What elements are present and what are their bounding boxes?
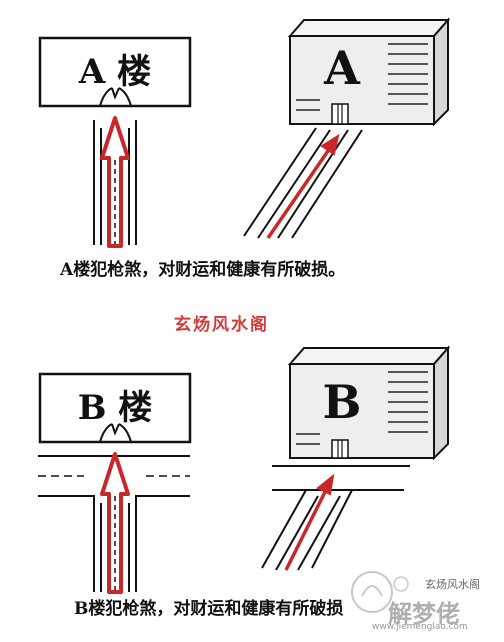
cube-a-letter: A xyxy=(323,41,361,95)
door-a-cube xyxy=(331,103,349,125)
caption-a: A楼犯枪煞，对财运和健康有所破损。 xyxy=(60,260,346,280)
diag-road-a-4 xyxy=(291,129,363,239)
diag-road-b-2 xyxy=(275,495,319,571)
diag-road-a-3 xyxy=(277,129,349,239)
watermark-account: 玄炀风水阁 xyxy=(425,578,480,591)
t-road-left-corner xyxy=(38,495,95,592)
panel-a: A 楼 xyxy=(38,17,451,248)
diag-road-b-3 xyxy=(297,495,341,571)
diag-arrow-b-icon xyxy=(316,473,335,496)
door-b-icon xyxy=(99,423,132,443)
building-a-label: A 楼 xyxy=(78,52,151,92)
building-a-cube xyxy=(287,17,451,127)
cube-b-letter: B xyxy=(323,375,362,429)
watermark-logo-icon xyxy=(351,571,409,613)
diag-arrow-a-shaft xyxy=(266,147,332,239)
diag-arrow-a-icon xyxy=(320,133,340,156)
watermark-brand: 解梦佬 xyxy=(388,600,460,628)
center-label: 玄炀风水阁 xyxy=(174,315,269,335)
caption-b: B楼犯枪煞，对财运和健康有所破损 xyxy=(74,599,344,619)
diag-road-b-1 xyxy=(261,489,307,569)
door-b-cube xyxy=(331,439,349,459)
building-b-cube xyxy=(287,345,451,461)
diag-road-a-1 xyxy=(243,127,317,237)
diag-arrow-b-shaft xyxy=(284,489,328,571)
building-b-label: B 楼 xyxy=(78,388,153,428)
t-road-right-corner xyxy=(135,495,190,592)
panel-b: B 楼 xyxy=(38,345,451,594)
diag-road-a-2 xyxy=(257,129,331,239)
watermark-url: www.jiemenglao.com xyxy=(372,622,468,632)
door-a-icon xyxy=(99,87,132,107)
diag-road-b-4 xyxy=(311,489,353,569)
